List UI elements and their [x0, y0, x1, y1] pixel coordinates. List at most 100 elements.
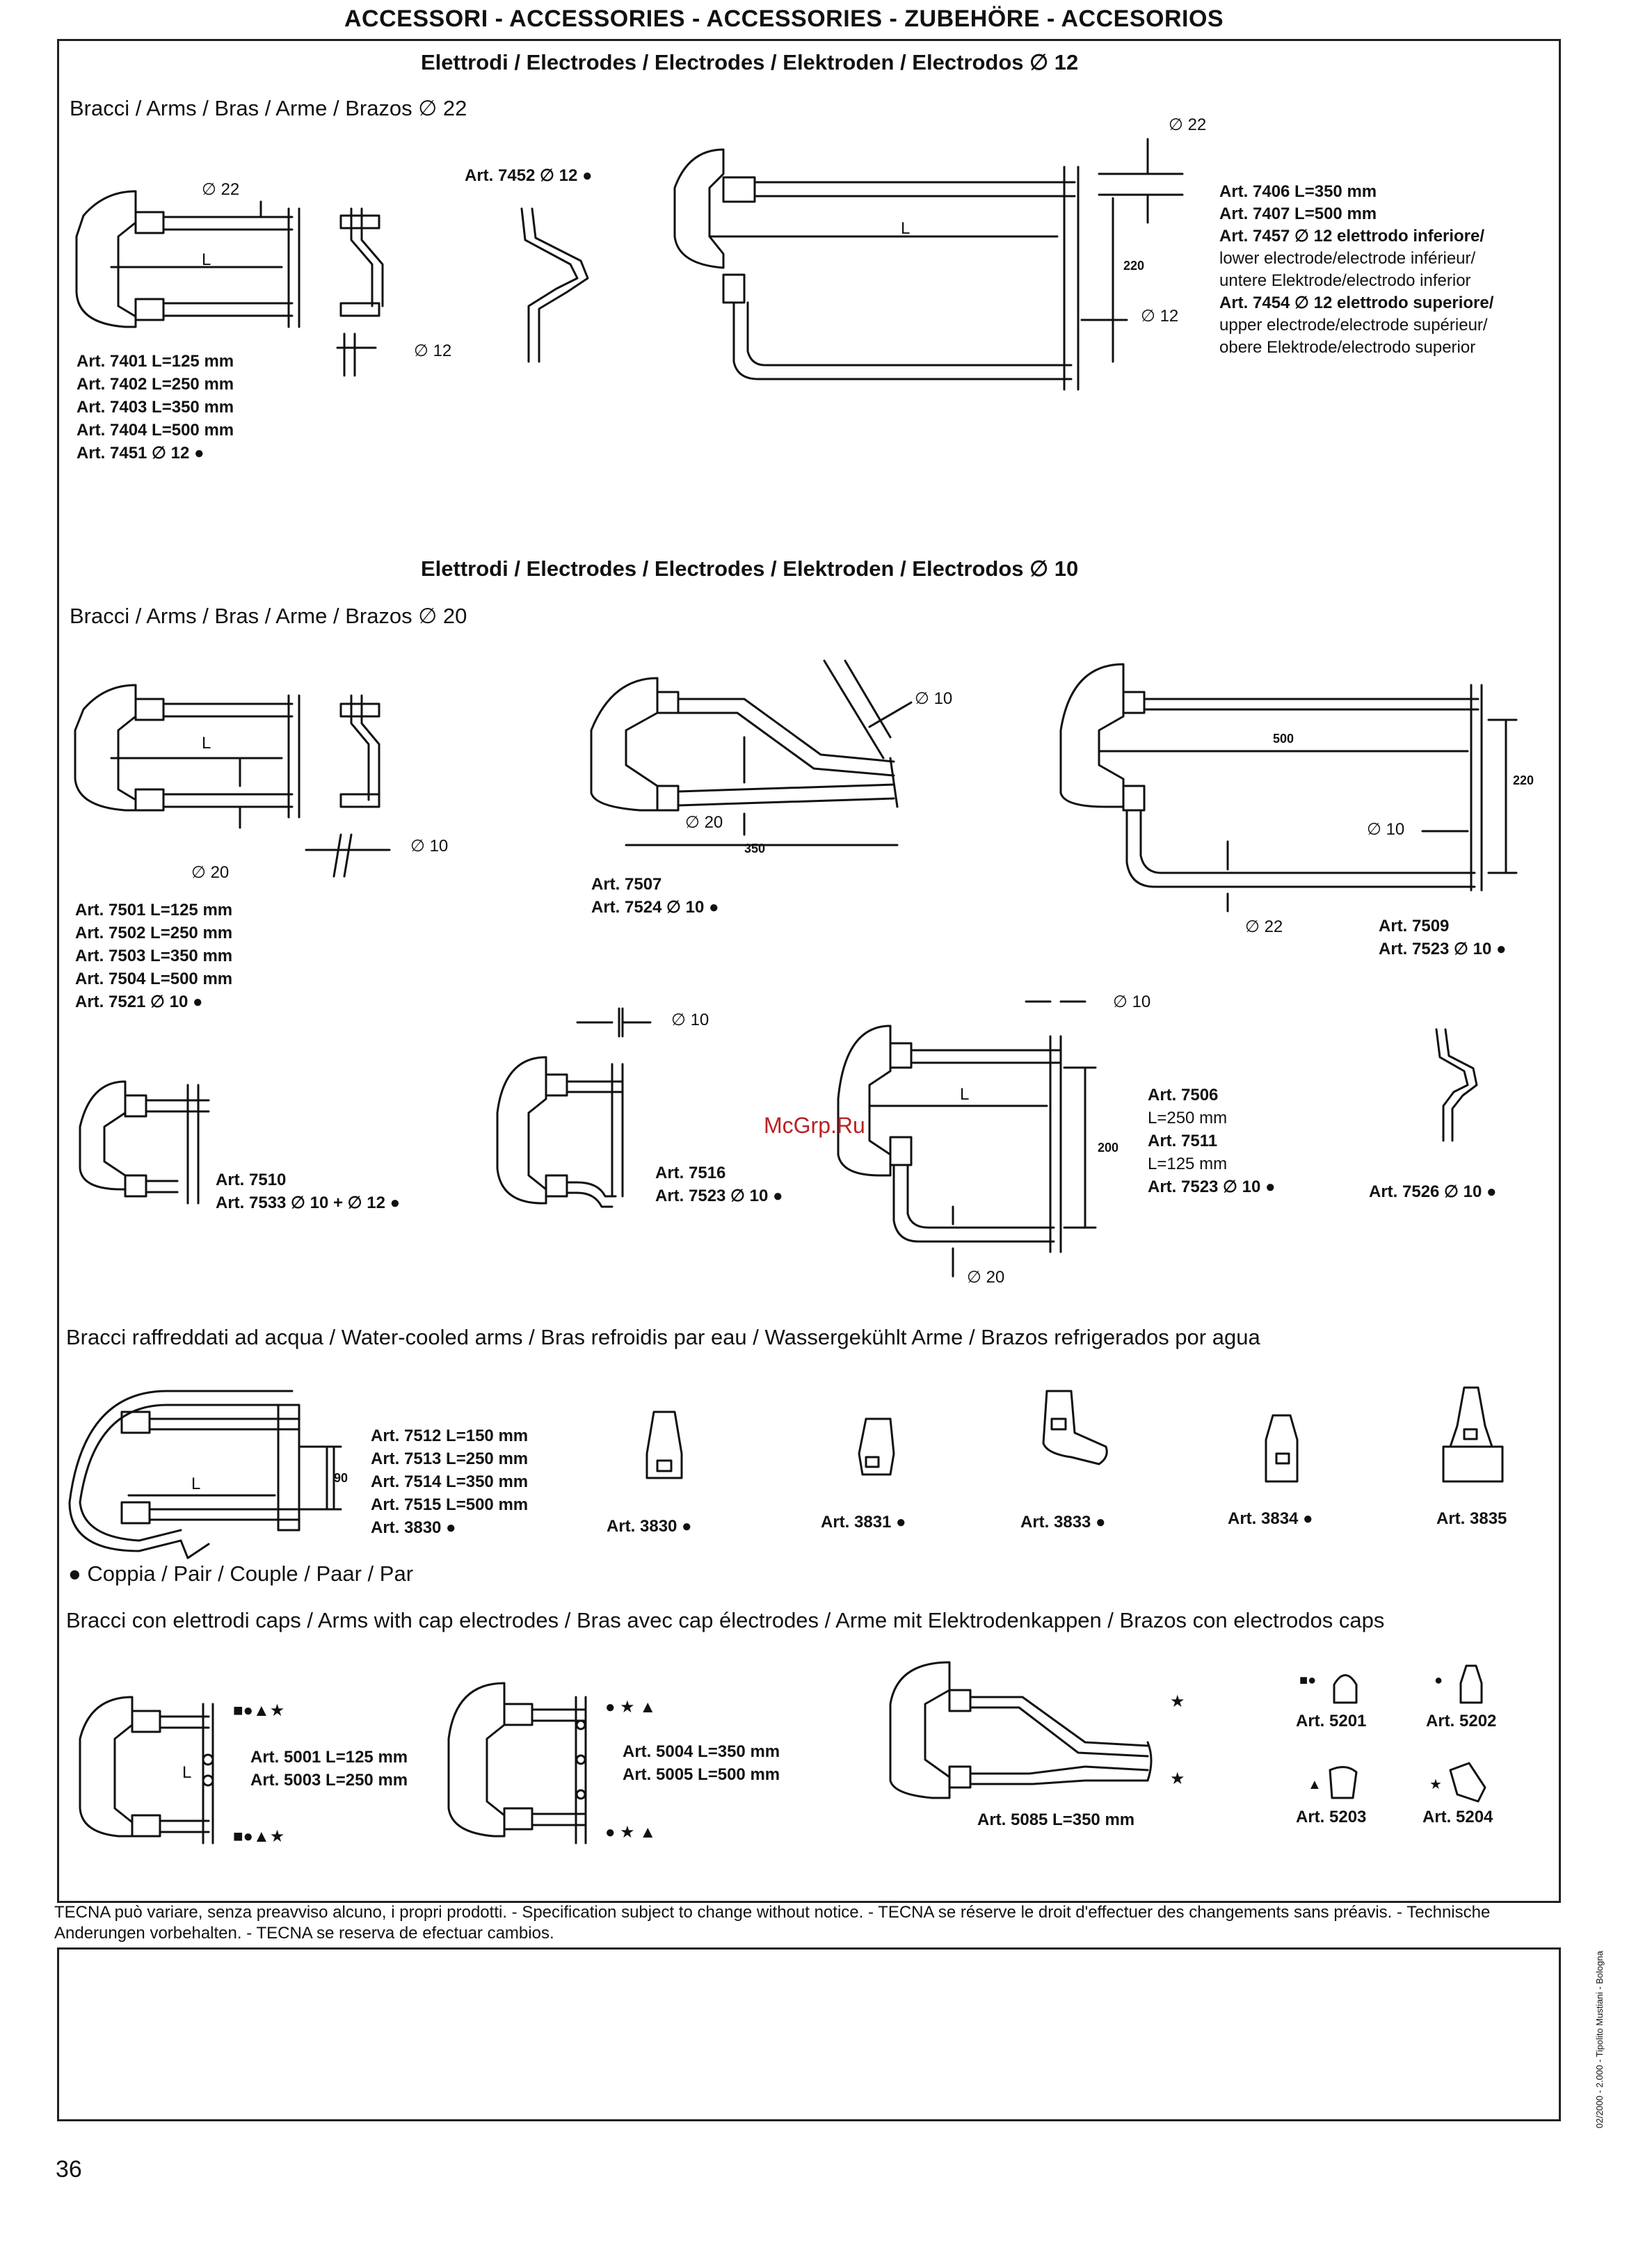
arm-drawing-5004	[447, 1682, 587, 1845]
article-list-7510: Art. 7510 Art. 7533 ∅ 10 + ∅ 12 ●	[216, 1168, 400, 1214]
cap-drawing-3833	[1042, 1390, 1108, 1465]
art-line: Art. 7451 ∅ 12 ●	[77, 444, 205, 463]
subsection-arms-22: Bracci / Arms / Bras / Arme / Brazos ∅ 2…	[70, 96, 467, 120]
dim-d20-c: ∅ 20	[967, 1268, 1005, 1287]
dim-d12-b: ∅ 12	[1141, 307, 1179, 326]
cap-symbol-5201: ■●	[1299, 1673, 1317, 1688]
article-list-7501: Art. 7501 L=125 mm Art. 7502 L=250 mm Ar…	[75, 899, 232, 1013]
dim-h90: 90	[334, 1471, 348, 1485]
dim-d10-d: ∅ 10	[671, 1011, 709, 1029]
cap-drawing-5204	[1449, 1762, 1486, 1803]
art-line: lower electrode/electrode inférieur/	[1219, 249, 1476, 268]
article-list-7512: Art. 7512 L=150 mm Art. 7513 L=250 mm Ar…	[371, 1424, 528, 1539]
cap-label-3835: Art. 3835	[1436, 1509, 1507, 1528]
dim-350: 350	[744, 842, 766, 855]
dim-L-d: L	[960, 1085, 970, 1104]
cap-label-5204: Art. 5204	[1422, 1808, 1493, 1826]
art-line: Art. 7523 ∅ 10 ●	[1379, 940, 1507, 958]
cap-drawing-3834	[1265, 1414, 1299, 1483]
arm-drawing-7506	[837, 1000, 1097, 1278]
article-list-7516: Art. 7516 Art. 7523 ∅ 10 ●	[655, 1162, 783, 1207]
art-line: Art. 5005 L=500 mm	[623, 1765, 780, 1784]
art-line: Art. 7407 L=500 mm	[1219, 204, 1377, 223]
cap-label-5203: Art. 5203	[1296, 1808, 1367, 1826]
dim-h200: 200	[1098, 1141, 1119, 1155]
printer-credit: 02/2000 - 2.000 - Tipolito Mustiani - Bo…	[1594, 1950, 1605, 2128]
cap-symbol-5203: ▲	[1308, 1777, 1322, 1792]
art-line: Art. 7402 L=250 mm	[77, 375, 234, 394]
art-line: Art. 7503 L=350 mm	[75, 947, 233, 965]
art-line: Art. 3830 ●	[371, 1518, 456, 1537]
dim-d20-b: ∅ 20	[685, 813, 723, 832]
page-title: ACCESSORI - ACCESSORIES - ACCESSORIES - …	[344, 6, 1224, 32]
art-line: Art. 7512 L=150 mm	[371, 1427, 529, 1445]
art-line: Art. 5001 L=125 mm	[250, 1748, 408, 1767]
art-line: Art. 7506	[1148, 1086, 1219, 1104]
art-line: Art. 7514 L=350 mm	[371, 1472, 529, 1491]
article-list-7401: Art. 7401 L=125 mm Art. 7402 L=250 mm Ar…	[77, 350, 234, 465]
art-line: Art. 7533 ∅ 10 + ∅ 12 ●	[216, 1194, 401, 1212]
art-line: Art. 7523 ∅ 10 ●	[1148, 1178, 1276, 1196]
dim-L-c: L	[202, 734, 211, 753]
art-line: L=125 mm	[1148, 1155, 1228, 1173]
art-line: Art. 7510	[216, 1171, 287, 1189]
article-list-5004: Art. 5004 L=350 mm Art. 5005 L=500 mm	[623, 1740, 780, 1786]
dim-500: 500	[1273, 732, 1294, 746]
page-number: 36	[56, 2156, 82, 2183]
subsection-arms-20: Bracci / Arms / Bras / Arme / Brazos ∅ 2…	[70, 604, 467, 628]
arm-drawing-7509	[1059, 663, 1518, 913]
art-line: Art. 7401 L=125 mm	[77, 352, 234, 371]
arm-drawing-7512	[68, 1390, 342, 1559]
bottom-frame	[57, 1947, 1561, 2121]
dim-d22-a: ∅ 22	[202, 180, 240, 199]
art-line: Art. 7406 L=350 mm	[1219, 182, 1377, 201]
cap-label-5201: Art. 5201	[1296, 1712, 1367, 1730]
main-frame	[57, 39, 1561, 1903]
dim-d22: ∅ 22	[1245, 917, 1283, 936]
dim-220: 220	[1513, 773, 1534, 787]
art-7452: Art. 7452 ∅ 12 ●	[465, 166, 593, 185]
section-title-cap-arms: Bracci con elettrodi caps / Arms with ca…	[66, 1608, 1385, 1632]
cap-label-3831: Art. 3831 ●	[821, 1513, 906, 1532]
arm-drawing-7507	[590, 659, 913, 846]
cap-label-3830: Art. 3830 ●	[607, 1517, 692, 1536]
cap-drawing-3831	[858, 1417, 895, 1476]
symbols-5004-bottom: ● ★ ▲	[605, 1823, 657, 1842]
symbol-5085-top: ★	[1170, 1692, 1185, 1711]
article-list-7506: Art. 7506 L=250 mm Art. 7511 L=125 mm Ar…	[1148, 1084, 1276, 1198]
article-list-5001: Art. 5001 L=125 mm Art. 5003 L=250 mm	[250, 1746, 408, 1792]
cap-label-3834: Art. 3834 ●	[1228, 1509, 1313, 1528]
cap-drawing-5203	[1329, 1766, 1358, 1799]
cap-label-5202: Art. 5202	[1426, 1712, 1497, 1730]
cap-drawing-3835	[1442, 1386, 1504, 1483]
art-line: Art. 7515 L=500 mm	[371, 1495, 529, 1514]
art-line: Art. 7454 ∅ 12 elettrodo superiore/	[1219, 294, 1494, 312]
art-line: Art. 7404 L=500 mm	[77, 421, 234, 440]
arm-drawing-5085	[889, 1661, 1153, 1799]
cap-drawing-3830	[645, 1411, 683, 1479]
art-line: Art. 5003 L=250 mm	[250, 1771, 408, 1790]
dim-d10-b: ∅ 10	[915, 689, 953, 708]
dim-d10-e: ∅ 10	[1113, 993, 1151, 1011]
arm-drawing-7510	[79, 1080, 210, 1205]
cap-symbol-5204: ★	[1429, 1777, 1442, 1792]
dim-L-a: L	[202, 250, 211, 269]
art-line: obere Elektrode/electrodo superior	[1219, 338, 1476, 357]
dim-L-b: L	[901, 219, 911, 238]
dim-L-e: L	[191, 1474, 201, 1493]
electrode-drawing-7451	[336, 207, 384, 377]
section-title-electrodes-10: Elettrodi / Electrodes / Electrodes / El…	[421, 556, 1079, 581]
art-line: Art. 7521 ∅ 10 ●	[75, 993, 203, 1011]
pair-note: ● Coppia / Pair / Couple / Paar / Par	[68, 1561, 414, 1586]
art-line: Art. 7516	[655, 1164, 726, 1182]
art-line: Art. 7509	[1379, 917, 1450, 935]
cap-drawing-5201	[1333, 1674, 1358, 1704]
art-line: Art. 7507	[591, 875, 662, 894]
dim-d22-b: ∅ 22	[1169, 115, 1207, 134]
art-line: Art. 7501 L=125 mm	[75, 901, 233, 919]
arm-drawing-7401	[75, 190, 300, 328]
article-list-7406: Art. 7406 L=350 mm Art. 7407 L=500 mm Ar…	[1219, 181, 1493, 359]
article-list-7507: Art. 7507 Art. 7524 ∅ 10 ●	[591, 873, 719, 919]
article-list-7509: Art. 7509 Art. 7523 ∅ 10 ●	[1379, 915, 1507, 961]
